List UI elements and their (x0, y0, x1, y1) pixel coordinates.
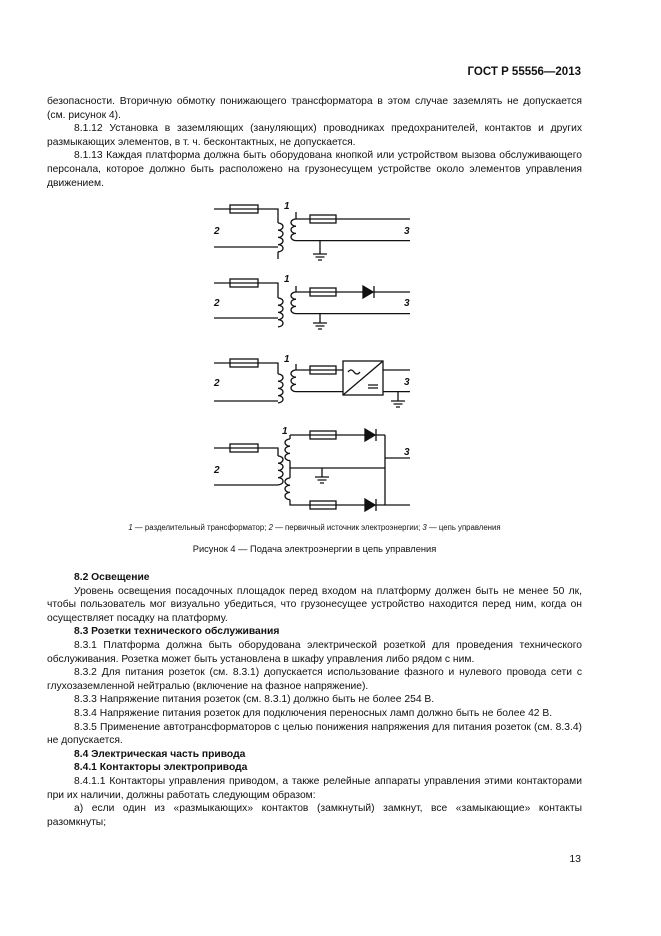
label-2: 2 (213, 226, 220, 237)
circuit-1 (214, 204, 410, 261)
dc-symbol (368, 384, 378, 389)
ground-icon (313, 253, 327, 261)
legend-num-1: 1 (128, 523, 133, 532)
legend-num-3: 3 (422, 523, 427, 532)
figure-4-diagram: 1 2 3 1 2 3 1 2 3 1 2 3 (213, 201, 410, 513)
diode-icon (364, 427, 377, 443)
paragraph-8-3-2: 8.3.2 Для питания розеток (см. 8.3.1) до… (47, 667, 582, 692)
label-2: 2 (213, 378, 220, 389)
main-text-block: 8.2 Освещение Уровень освещения посадочн… (47, 571, 582, 829)
paragraph-continuation: безопасности. Вторичную обмотку понижающ… (47, 96, 582, 121)
paragraph-8-3-1: 8.3.1 Платформа должна быть оборудована … (47, 639, 582, 665)
circuit-2 (214, 278, 410, 330)
legend-text-1: — разделительный трансформатор; (132, 523, 269, 532)
section-8-4-title: 8.4 Электрическая часть привода (74, 748, 246, 760)
fuse-secondary-4b (309, 500, 337, 510)
secondary-winding-4b (284, 477, 291, 501)
section-8-3-title: 8.3 Розетки технического обслуживания (74, 626, 280, 638)
ground-icon (315, 476, 329, 484)
section-8-4-1-title: 8.4.1 Контакторы электропривода (74, 762, 248, 774)
paragraph-8-2: Уровень освещения посадочных площадок пе… (47, 585, 582, 624)
fuse-secondary-1 (309, 214, 337, 224)
label-1: 1 (284, 274, 290, 285)
diode-icon (364, 497, 377, 513)
label-1: 1 (284, 354, 290, 365)
section-8-2-title: 8.2 Освещение (74, 572, 150, 583)
paragraph-8-3-4: 8.3.4 Напряжение питания розеток для под… (74, 707, 553, 719)
label-3: 3 (404, 298, 410, 309)
figure-caption: Рисунок 4 — Подача электроэнергии в цепь… (192, 544, 437, 554)
paragraph-8-1-13: 8.1.13 Каждая платформа должна быть обор… (47, 150, 582, 189)
ac-symbol (347, 369, 361, 375)
converter-block (342, 360, 384, 396)
page-number: 13 (569, 853, 581, 865)
secondary-winding-1 (290, 218, 297, 242)
paragraph-8-3-3: 8.3.3 Напряжение питания розеток (см. 8.… (74, 694, 435, 706)
diode-icon (362, 284, 375, 300)
standard-header: ГОСТ Р 55556—2013 (467, 66, 581, 78)
fuse-primary-1 (229, 204, 259, 214)
fuse-secondary-4a (309, 430, 337, 440)
paragraph-8-1-12: 8.1.12 Установка в заземляющих (зануляющ… (47, 123, 582, 148)
label-1: 1 (282, 426, 288, 437)
paragraph-8-3-5: 8.3.5 Применение автотрансформаторов с ц… (47, 721, 582, 747)
primary-winding-3 (277, 373, 284, 404)
primary-winding-2 (277, 297, 284, 328)
label-3: 3 (404, 447, 410, 458)
secondary-winding-3 (290, 369, 297, 393)
circuit-3 (214, 358, 410, 408)
fuse-primary-4 (229, 443, 259, 453)
fuse-primary-3 (229, 358, 259, 368)
figure-legend: 1 — разделительный трансформатор; 2 — пе… (47, 523, 582, 532)
legend-num-2: 2 (268, 523, 273, 532)
label-2: 2 (213, 465, 220, 476)
legend-text-2: — первичный источник электроэнергии; (272, 523, 423, 532)
fuse-secondary-2 (309, 287, 337, 297)
ground-icon (391, 400, 405, 408)
paragraph-8-4-1-1: 8.4.1.1 Контакторы управления приводом, … (47, 775, 582, 801)
fuse-primary-2 (229, 278, 259, 288)
top-text-block: безопасности. Вторичную обмотку понижающ… (47, 95, 582, 190)
label-3: 3 (404, 377, 410, 388)
fuse-secondary-3 (309, 365, 337, 375)
legend-text-3: — цепь управления (426, 523, 501, 532)
primary-winding-4 (277, 455, 284, 486)
primary-winding-1 (277, 222, 284, 253)
secondary-winding-2 (290, 291, 297, 315)
label-2: 2 (213, 298, 220, 309)
circuit-4 (214, 430, 410, 510)
label-3: 3 (404, 226, 410, 237)
label-1: 1 (284, 201, 290, 212)
ground-icon (313, 322, 327, 330)
paragraph-8-4-1-1-a: а) если один из «размыкающих» контактов … (47, 803, 582, 828)
secondary-winding-4a (284, 438, 291, 462)
